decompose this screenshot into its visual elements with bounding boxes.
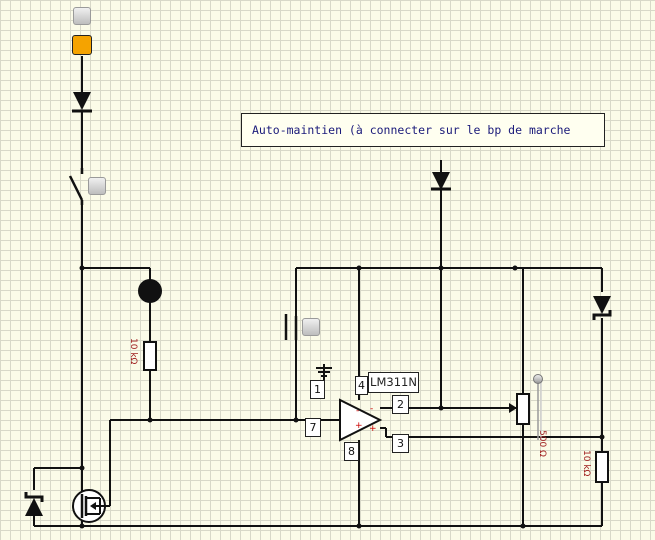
diode-left: [24, 492, 44, 516]
pin-label-3: 3: [392, 434, 409, 453]
op-amp: - - + +: [339, 398, 386, 442]
indicator-button-top[interactable]: [73, 7, 91, 25]
svg-text:+: +: [369, 424, 377, 434]
svg-text:+: +: [355, 421, 363, 431]
diode-top-left: [72, 92, 92, 113]
potentiometer-knob[interactable]: [533, 374, 543, 384]
resistor-r2-value: 10 kΩ: [581, 450, 591, 477]
resistor-r1-value: 10 kΩ: [128, 338, 138, 365]
potentiometer: [509, 382, 542, 440]
annotation-note: Auto-maintien (à connecter sur le bp de …: [241, 113, 605, 147]
switch-toggle-button[interactable]: [88, 177, 106, 195]
lamp: [138, 279, 162, 303]
switch: [68, 168, 84, 205]
ground-symbol: [316, 364, 332, 377]
diode-right: [592, 296, 612, 320]
diode-top-right: [431, 172, 451, 191]
chip-label: LM311N: [368, 372, 419, 393]
push-button-contact: [284, 314, 298, 340]
svg-text:-: -: [356, 406, 359, 416]
pin-label-7: 7: [305, 418, 321, 437]
resistor-r1: [143, 341, 157, 371]
potentiometer-value: 500 Ω: [537, 430, 547, 457]
pin-label-2: 2: [392, 395, 409, 414]
pin-label-4: 4: [355, 376, 368, 395]
push-button-toggle[interactable]: [302, 318, 320, 336]
resistor-r2: [595, 451, 609, 483]
led-indicator: [72, 35, 92, 55]
mosfet: [72, 489, 110, 523]
svg-text:-: -: [370, 404, 373, 414]
pin-label-8: 8: [344, 442, 359, 461]
pin-label-1: 1: [310, 380, 325, 399]
